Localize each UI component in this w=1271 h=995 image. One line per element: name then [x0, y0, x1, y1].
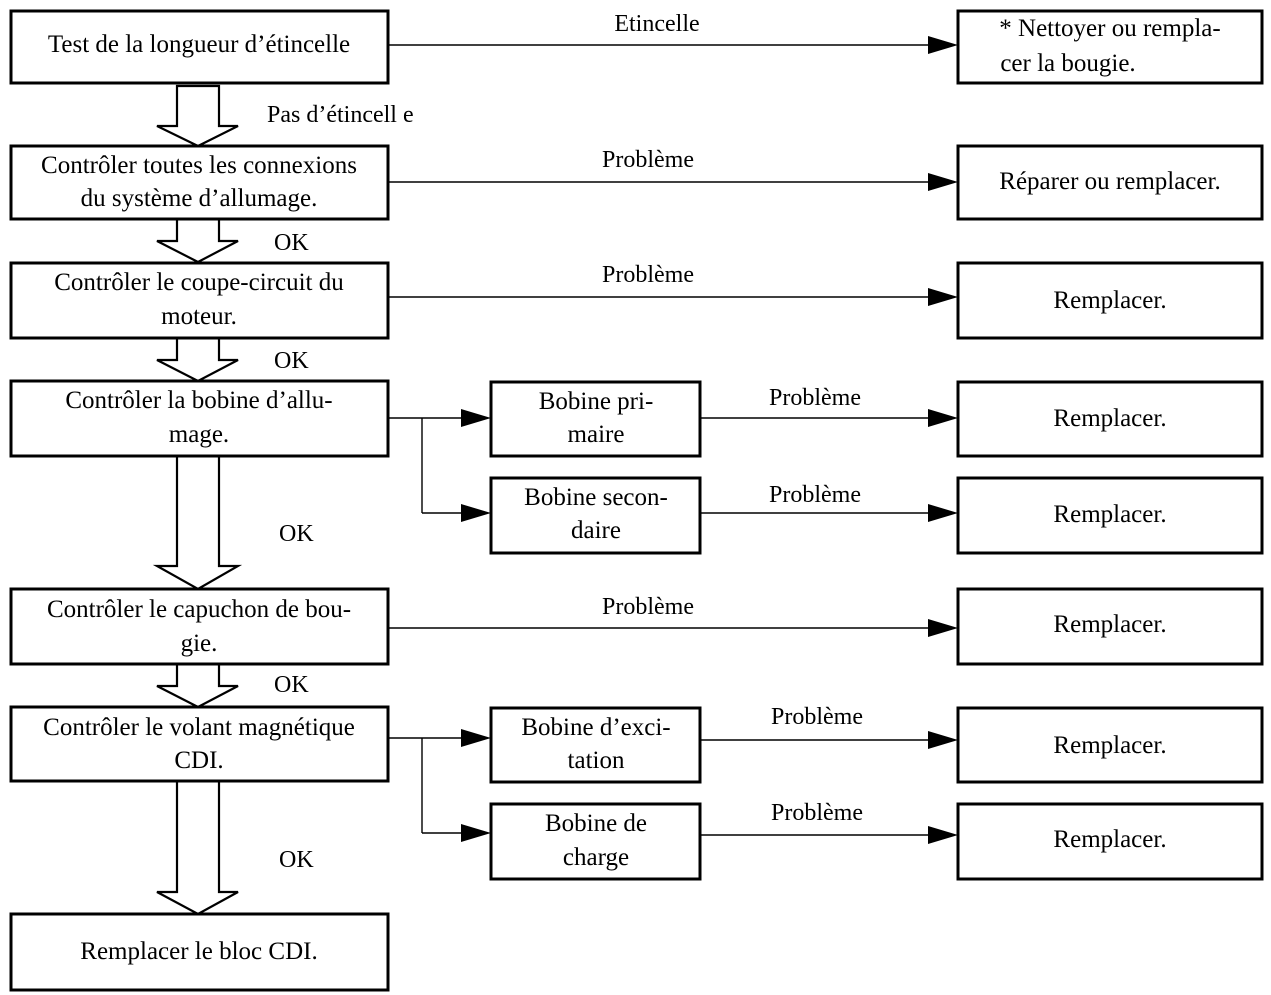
- step-replace-cdi-label: Remplacer le bloc CDI.: [80, 938, 317, 965]
- subcheck-charge-coil-line1: Bobine de: [545, 810, 647, 837]
- step-kill-switch-line1: Contrôler le coupe-circuit du: [54, 269, 344, 296]
- step-plug-cap-line1: Contrôler le capuchon de bou-: [47, 596, 351, 623]
- result-replace-exciter-label: Remplacer.: [1053, 732, 1166, 759]
- down-arrow-6: [156, 779, 239, 916]
- subcheck-primary-coil: Bobine pri- maire: [489, 380, 702, 458]
- step-replace-cdi: Remplacer le bloc CDI.: [9, 912, 390, 992]
- step-spark-test-label: Test de la longueur d’étincelle: [48, 31, 350, 58]
- label-problem-kill-switch: Problème: [602, 262, 694, 288]
- connector-primary-coil: [700, 409, 958, 427]
- step-ignition-coil-line1: Contrôler la bobine d’allu-: [65, 387, 332, 414]
- step-flywheel: Contrôler le volant magnétique CDI.: [9, 705, 390, 783]
- connector-connections: [388, 173, 958, 191]
- label-ok-5: OK: [279, 847, 314, 873]
- label-ok-4: OK: [274, 672, 309, 698]
- step-connections: Contrôler toutes les connexions du systè…: [9, 144, 390, 221]
- down-arrow-3: [156, 336, 239, 383]
- label-problem-primary: Problème: [769, 385, 861, 411]
- connector-spark: [388, 36, 958, 54]
- connector-kill-switch: [388, 288, 958, 306]
- label-problem-exciter: Problème: [771, 704, 863, 730]
- down-arrow-4: [152, 454, 243, 591]
- step-spark-test: Test de la longueur d’étincelle: [9, 9, 390, 85]
- label-problem-secondary: Problème: [769, 482, 861, 508]
- step-ignition-coil-line2: mage.: [169, 421, 229, 448]
- step-plug-cap: Contrôler le capuchon de bou- gie.: [9, 587, 390, 666]
- down-arrow-2: [156, 217, 239, 264]
- result-clean-plug-line1: * Nettoyer ou rempla-: [999, 15, 1220, 42]
- result-replace-secondary-label: Remplacer.: [1053, 501, 1166, 528]
- label-spark: Etincelle: [614, 11, 699, 37]
- result-repair-replace: Réparer ou remplacer.: [956, 144, 1264, 221]
- connector-exciter-coil: [700, 731, 958, 749]
- step-flywheel-line2: CDI.: [174, 747, 223, 774]
- label-problem-charge: Problème: [771, 800, 863, 826]
- subcheck-charge-coil-line2: charge: [563, 844, 629, 871]
- subcheck-charge-coil: Bobine de charge: [489, 802, 702, 881]
- result-replace-charge: Remplacer.: [956, 802, 1264, 881]
- connector-flywheel-branch: [388, 729, 491, 842]
- result-replace-kill-switch-label: Remplacer.: [1053, 287, 1166, 314]
- result-replace-kill-switch: Remplacer.: [956, 261, 1264, 340]
- down-arrow-5: [156, 662, 239, 709]
- result-replace-plug-cap: Remplacer.: [956, 587, 1264, 666]
- label-problem-plug-cap: Problème: [602, 594, 694, 620]
- subcheck-exciter-coil: Bobine d’exci- tation: [489, 706, 702, 784]
- step-connections-line2: du système d’allumage.: [81, 185, 318, 212]
- result-repair-replace-label: Réparer ou remplacer.: [999, 168, 1220, 195]
- connector-plug-cap: [388, 619, 958, 637]
- step-connections-line1: Contrôler toutes les connexions: [41, 152, 357, 179]
- step-kill-switch: Contrôler le coupe-circuit du moteur.: [9, 261, 390, 340]
- subcheck-secondary-coil-line2: daire: [571, 517, 621, 544]
- subcheck-primary-coil-line1: Bobine pri-: [539, 388, 654, 415]
- step-plug-cap-line2: gie.: [181, 630, 218, 657]
- result-replace-charge-label: Remplacer.: [1053, 826, 1166, 853]
- connector-ignition-coil-branch: [388, 409, 491, 522]
- result-replace-secondary: Remplacer.: [956, 476, 1264, 555]
- result-clean-plug: * Nettoyer ou rempla- cer la bougie.: [956, 9, 1264, 85]
- step-flywheel-line1: Contrôler le volant magnétique: [43, 714, 355, 741]
- step-ignition-coil: Contrôler la bobine d’allu- mage.: [9, 379, 390, 458]
- label-ok-2: OK: [274, 348, 309, 374]
- result-clean-plug-line2: cer la bougie.: [1000, 50, 1135, 77]
- connector-secondary-coil: [700, 504, 958, 522]
- result-replace-plug-cap-label: Remplacer.: [1053, 611, 1166, 638]
- subcheck-exciter-coil-line2: tation: [568, 747, 625, 774]
- result-replace-primary: Remplacer.: [956, 380, 1264, 458]
- label-ok-3: OK: [279, 521, 314, 547]
- label-ok-1: OK: [274, 230, 309, 256]
- label-problem-connections: Problème: [602, 147, 694, 173]
- step-kill-switch-line2: moteur.: [161, 303, 237, 330]
- subcheck-secondary-coil: Bobine secon- daire: [489, 476, 702, 555]
- connector-charge-coil: [700, 826, 958, 844]
- down-arrow-1: [156, 84, 239, 148]
- subcheck-secondary-coil-line1: Bobine secon-: [524, 484, 668, 511]
- result-replace-exciter: Remplacer.: [956, 706, 1264, 784]
- subcheck-primary-coil-line2: maire: [568, 421, 625, 448]
- label-no-spark: Pas d’étincell e: [267, 102, 414, 128]
- subcheck-exciter-coil-line1: Bobine d’exci-: [521, 714, 670, 741]
- result-replace-primary-label: Remplacer.: [1053, 405, 1166, 432]
